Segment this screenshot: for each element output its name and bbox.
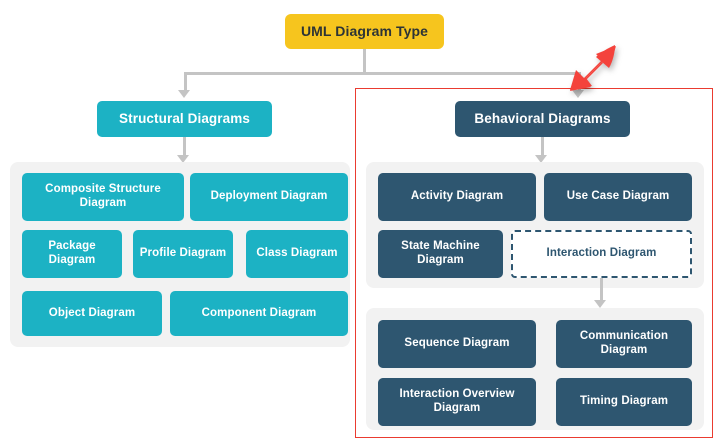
connector-interaction-down [600,278,603,304]
arrowhead-structural [178,90,190,98]
node-interaction-diagram[interactable]: Interaction Diagram [511,230,692,278]
node-profile-diagram[interactable]: Profile Diagram [133,230,233,278]
node-object-diagram[interactable]: Object Diagram [22,291,162,336]
connector-behavioral-down [541,137,544,159]
node-use-case-diagram[interactable]: Use Case Diagram [544,173,692,221]
connector-structural-down [183,137,186,159]
node-class-diagram[interactable]: Class Diagram [246,230,348,278]
node-activity-diagram[interactable]: Activity Diagram [378,173,536,221]
pointer-arrow-icon [558,42,620,94]
arrowhead-behavioral [572,90,584,98]
node-composite-structure-diagram[interactable]: Composite Structure Diagram [22,173,184,221]
arrowhead-interaction-group [594,300,606,308]
node-uml-diagram-type[interactable]: UML Diagram Type [285,14,444,49]
node-component-diagram[interactable]: Component Diagram [170,291,348,336]
connector-root-bar [184,72,580,75]
connector-root-stem [363,49,366,74]
arrowhead-behavioral-group [535,155,547,163]
node-behavioral-diagrams[interactable]: Behavioral Diagrams [455,101,630,137]
node-structural-diagrams[interactable]: Structural Diagrams [97,101,272,137]
arrowhead-structural-group [177,155,189,163]
node-timing-diagram[interactable]: Timing Diagram [556,378,692,426]
connector-to-structural [184,72,187,94]
node-deployment-diagram[interactable]: Deployment Diagram [190,173,348,221]
node-state-machine-diagram[interactable]: State Machine Diagram [378,230,503,278]
node-sequence-diagram[interactable]: Sequence Diagram [378,320,536,368]
node-communication-diagram[interactable]: Communication Diagram [556,320,692,368]
node-package-diagram[interactable]: Package Diagram [22,230,122,278]
node-interaction-overview-diagram[interactable]: Interaction Overview Diagram [378,378,536,426]
